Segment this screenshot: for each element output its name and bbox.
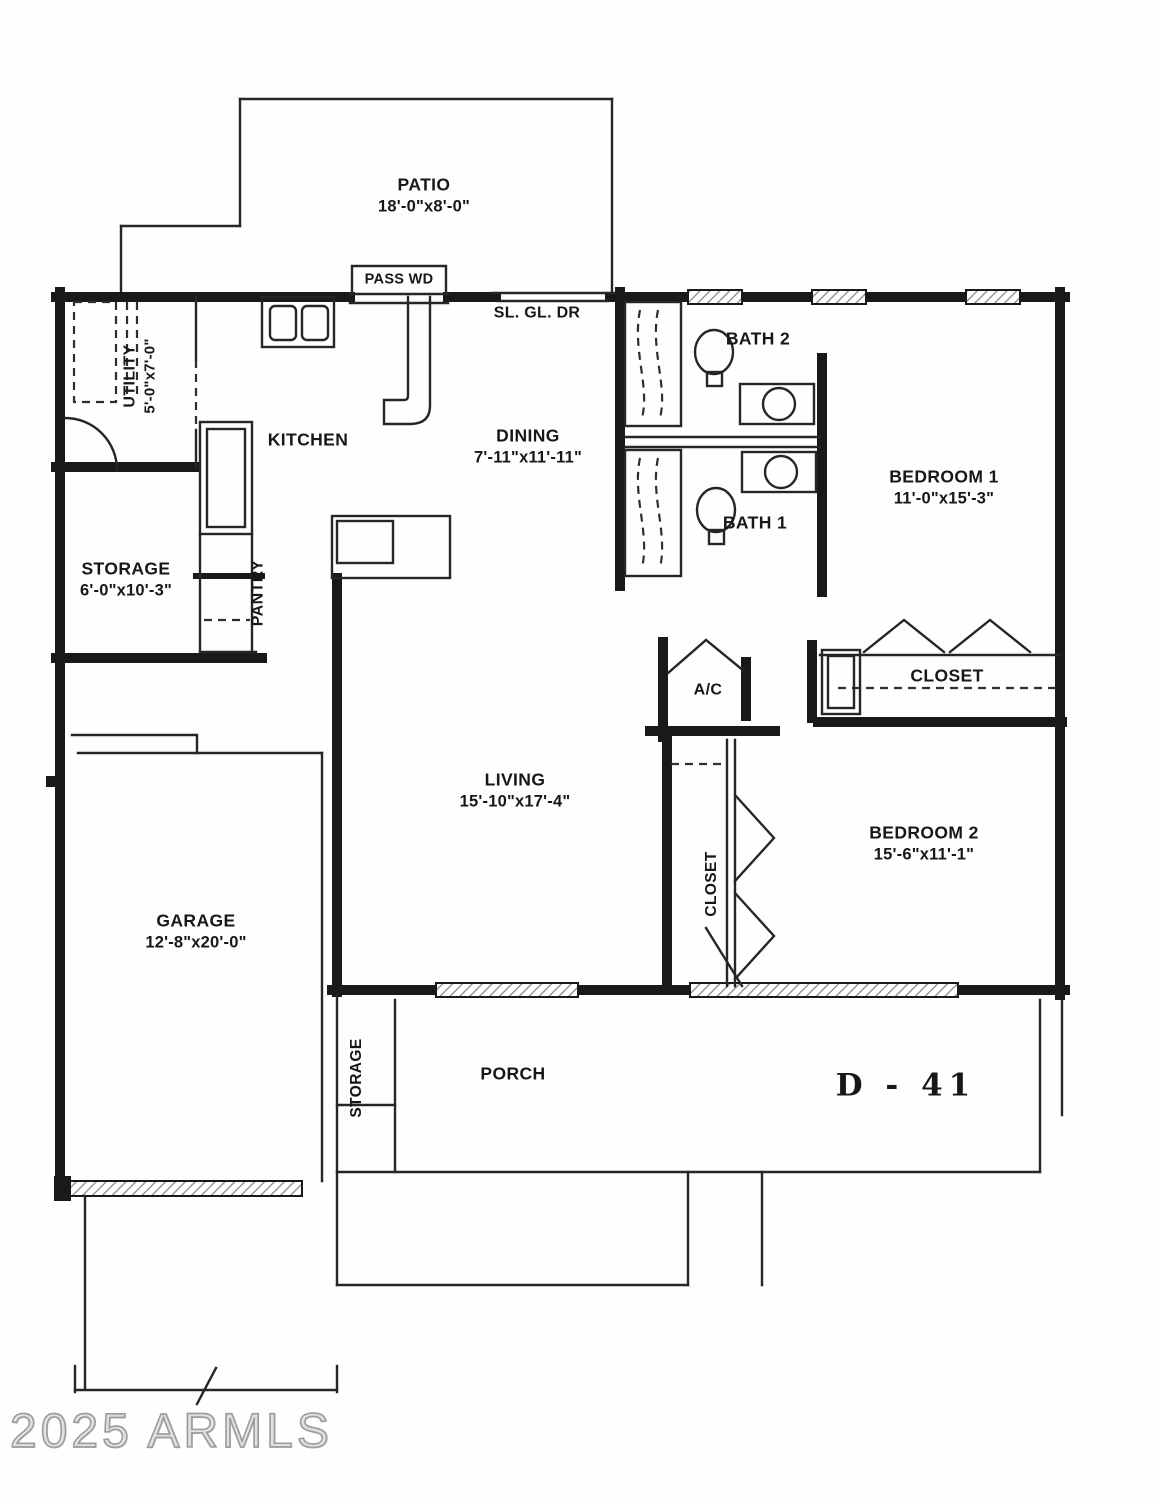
room-label-storage: STORAGE 6'-0"x10'-3": [80, 558, 172, 600]
shower-stall: [623, 300, 683, 428]
pass-through-counter: [348, 264, 450, 305]
vanity-sink: [740, 450, 818, 494]
garage-door-opening: [69, 1180, 303, 1197]
patio-outline: [119, 97, 614, 294]
window-symbols: [69, 289, 1021, 1197]
room-label-pantry: PANTRY: [249, 559, 267, 627]
wall-nub: [46, 776, 62, 787]
toilet-icon: [695, 486, 737, 534]
utility-fixtures: [63, 300, 139, 472]
room-label-porch-storage: STORAGE: [347, 1038, 365, 1118]
room-label-bedroom2: BEDROOM 2 15'-6"x11'-1": [869, 822, 979, 864]
window-icon: [435, 982, 579, 998]
ac-closet: [666, 638, 746, 675]
window-icon: [811, 289, 867, 305]
water-heater-icon: [63, 416, 119, 472]
room-label-garage: GARAGE 12'-8"x20'-0": [145, 910, 247, 952]
kitchen-sink: [260, 295, 336, 349]
bifold-door-icon: [733, 891, 776, 981]
living-nook: [330, 514, 452, 580]
porch-outline: [335, 993, 1064, 1287]
bedroom1-closet: [818, 618, 1062, 716]
room-label-bath1: BATH 1: [722, 512, 788, 533]
room-label-patio: PATIO 18'-0"x8'-0": [378, 174, 470, 219]
utility-dims: 5'-0"x7'-0": [141, 338, 159, 414]
room-label-closet-bedroom1: CLOSET: [910, 665, 984, 686]
exterior-walls: [46, 287, 1070, 1201]
window-icon: [965, 289, 1021, 305]
room-label-living: LIVING 15'-10"x17'-4": [459, 769, 571, 811]
bifold-door-icon: [862, 618, 946, 654]
patio-dims: 18'-0"x8'-0": [378, 197, 470, 216]
garage-corner-block: [54, 1176, 71, 1201]
bath-fixtures: [623, 300, 818, 578]
washer-dryer-icon: [72, 300, 118, 404]
door-swing: [704, 926, 744, 988]
room-label-porch: PORCH: [480, 1063, 546, 1084]
bifold-door-icon: [733, 793, 776, 883]
hall-closet: [671, 738, 776, 988]
patio-name: PATIO: [397, 174, 451, 195]
room-label-dining: DINING 7'-11"x11'-11": [474, 425, 582, 467]
interior-walls: [194, 287, 1067, 997]
bifold-door-icon: [948, 618, 1032, 654]
room-label-bedroom1: BEDROOM 1 11'-0"x15'-3": [889, 466, 999, 508]
kitchen-counter: [382, 295, 432, 426]
watermark: 2025 ARMLS: [9, 1404, 333, 1459]
room-label-closet-hall: CLOSET: [702, 851, 720, 917]
room-label-ac: A/C: [693, 681, 723, 699]
annotation-sliding-door: SL. GL. DR: [493, 304, 581, 322]
window-icon: [689, 982, 959, 998]
vanity-sink: [738, 382, 816, 426]
shower-stall: [623, 448, 683, 578]
scale-bar: [73, 1364, 339, 1406]
plan-designation: D - 41: [835, 1067, 977, 1104]
pantry-cabinets: [193, 420, 265, 654]
annotation-pass-thru: PASS WD: [364, 271, 434, 288]
utility-name: UTILITY: [121, 344, 139, 408]
window-icon: [687, 289, 743, 305]
room-label-utility: UTILITY 5'-0"x7'-0": [120, 338, 161, 413]
sliding-glass-door: [490, 291, 616, 303]
room-label-bath2: BATH 2: [725, 328, 791, 349]
garage-outline: [70, 733, 324, 1390]
toilet-icon: [693, 328, 735, 376]
room-label-kitchen: KITCHEN: [267, 429, 349, 450]
